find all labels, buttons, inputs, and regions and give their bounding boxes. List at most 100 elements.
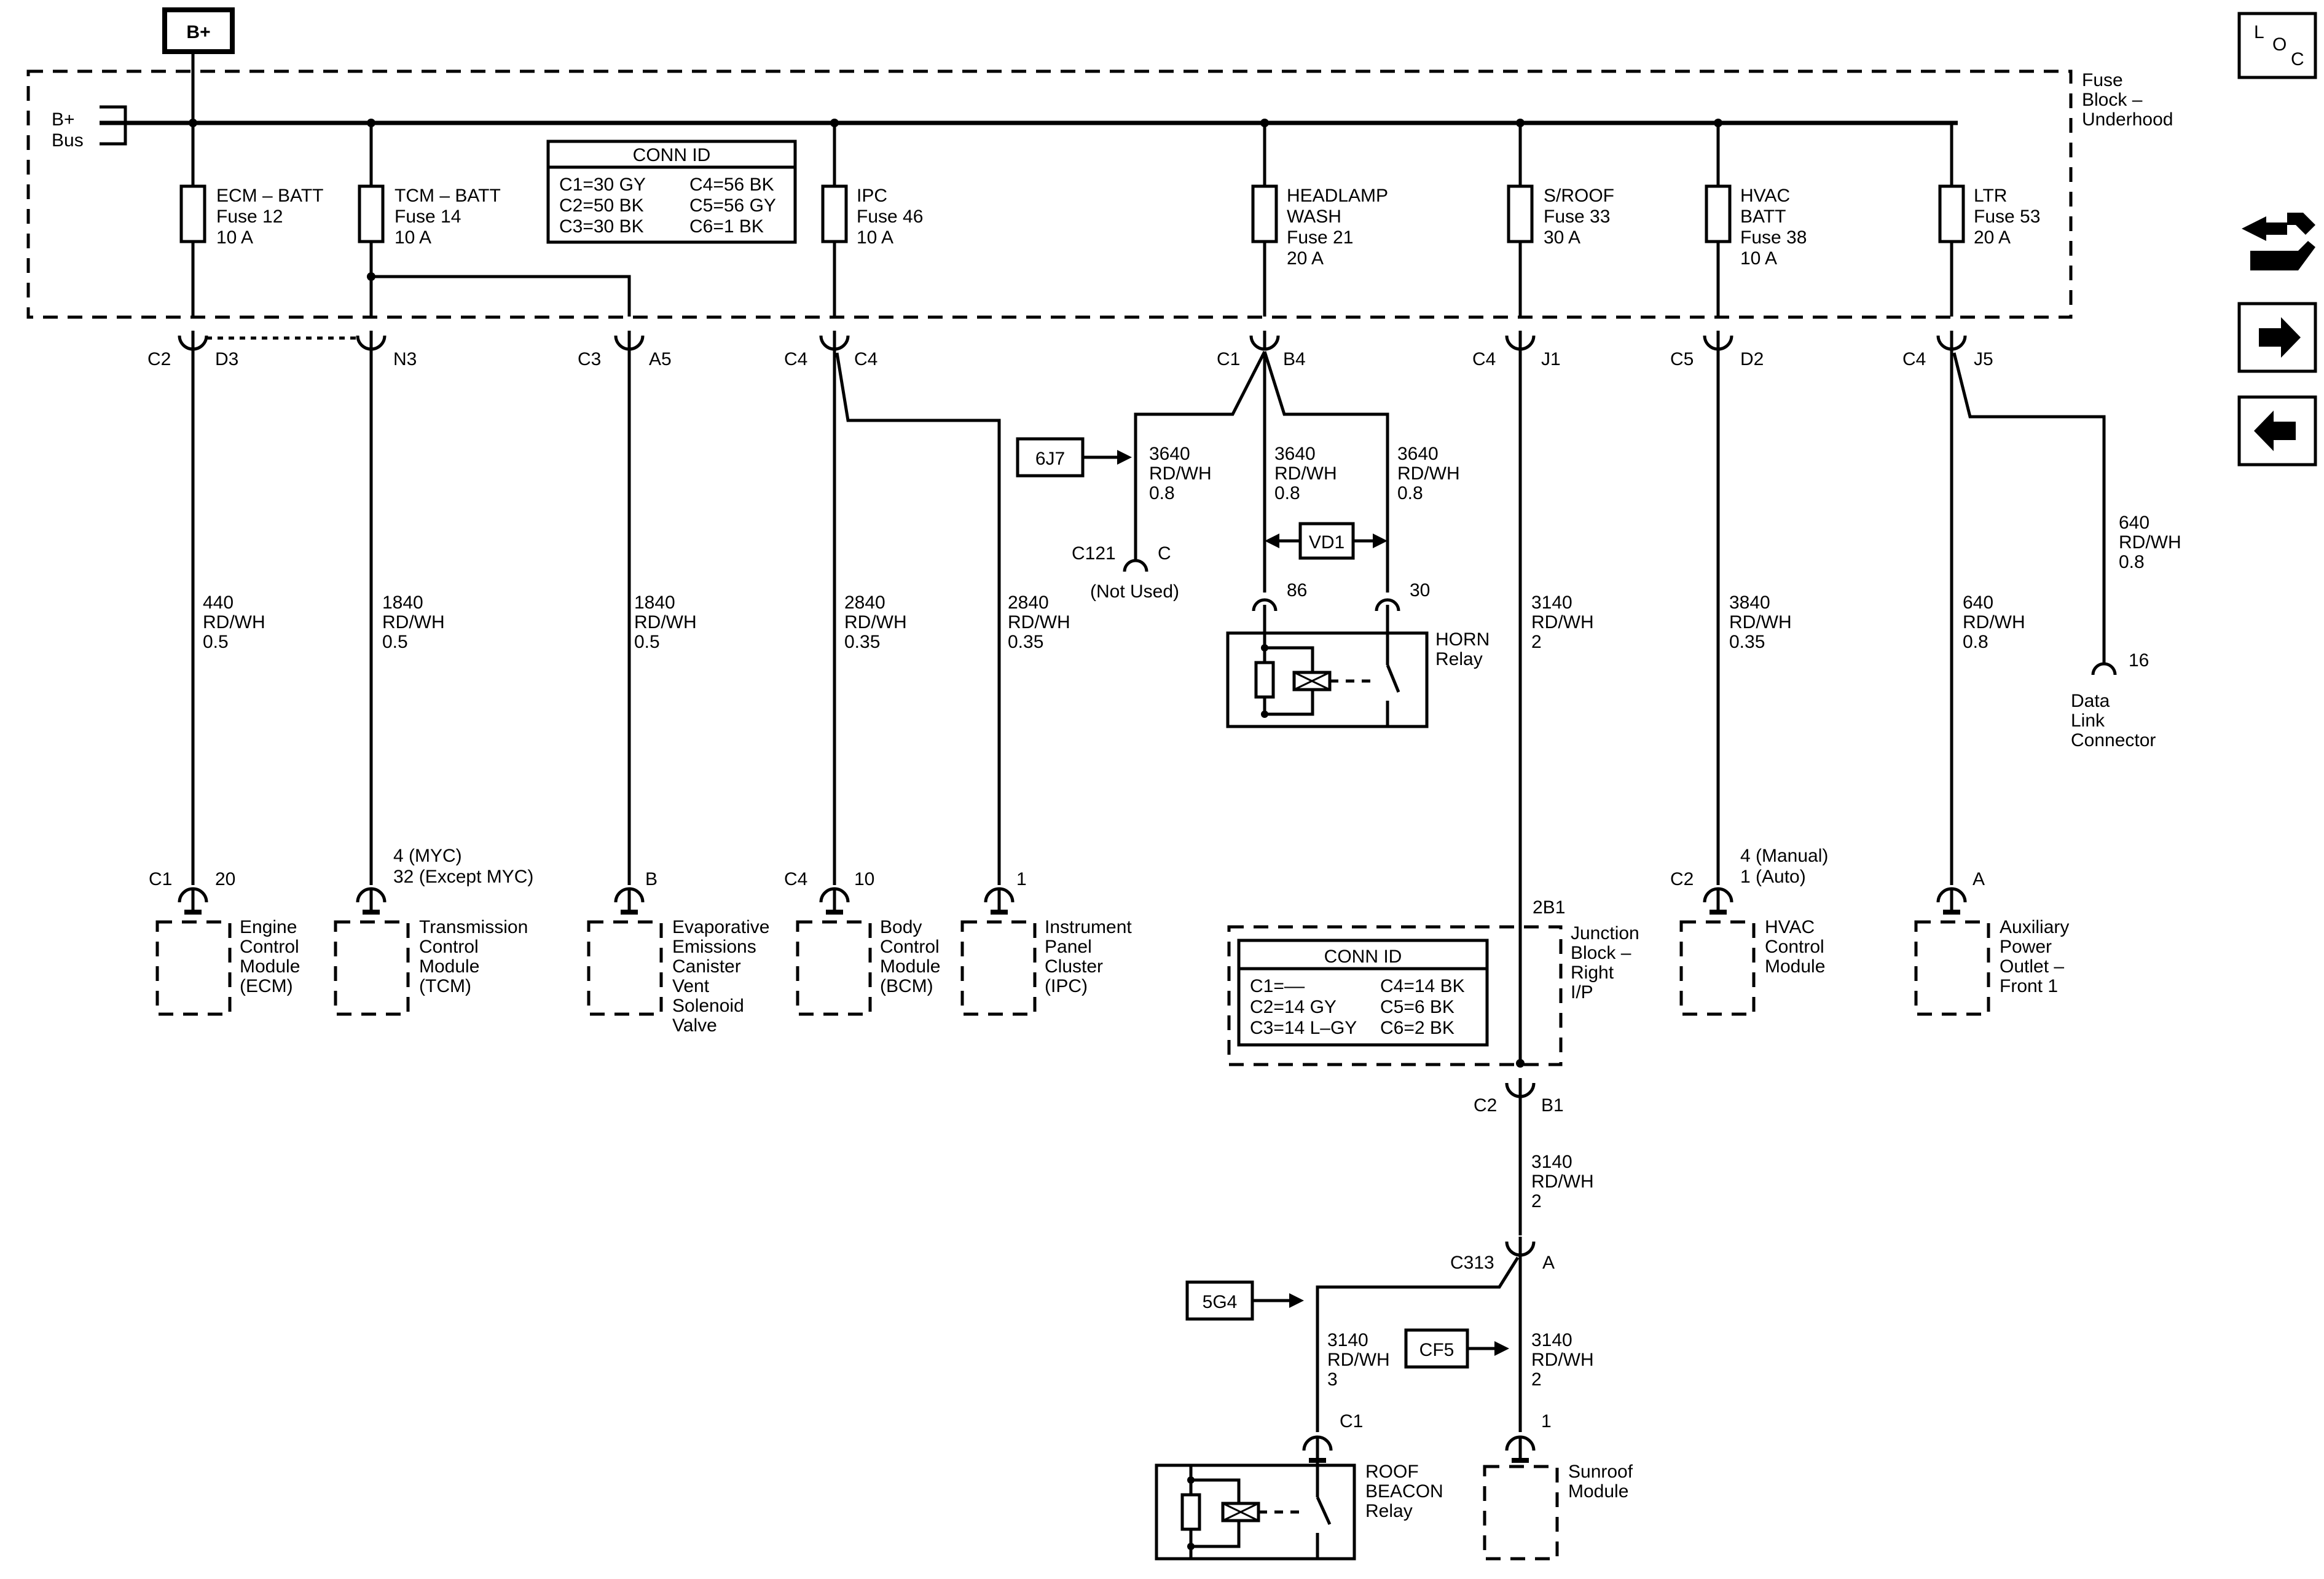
- svg-text:RD/WH: RD/WH: [1729, 612, 1792, 632]
- svg-text:D2: D2: [1740, 349, 1764, 369]
- connector-view-icon[interactable]: [2242, 213, 2315, 270]
- svg-text:TCM – BATT: TCM – BATT: [395, 186, 501, 206]
- svg-text:30 A: 30 A: [1544, 227, 1580, 248]
- b-plus-label: B+: [186, 22, 210, 42]
- svg-text:(IPC): (IPC): [1045, 976, 1088, 996]
- svg-text:0.35: 0.35: [844, 632, 880, 652]
- svg-text:C4: C4: [1902, 349, 1926, 369]
- svg-text:2840: 2840: [844, 593, 885, 613]
- ref-6j7: 6J7: [1016, 437, 1132, 478]
- svg-text:RD/WH: RD/WH: [203, 612, 265, 632]
- svg-text:O: O: [2272, 34, 2287, 55]
- svg-text:1 (Auto): 1 (Auto): [1740, 867, 1806, 887]
- svg-text:Control: Control: [880, 937, 940, 957]
- svg-text:Underhood: Underhood: [2082, 109, 2173, 130]
- bcm-module: [796, 920, 872, 1016]
- svg-text:CONN ID: CONN ID: [633, 145, 711, 165]
- circuit-apo: 640 RD/WH 0.8 A Auxiliary Power Outlet –…: [1914, 350, 2069, 1016]
- svg-text:(Not Used): (Not Used): [1090, 581, 1179, 602]
- svg-text:10: 10: [854, 869, 874, 889]
- svg-text:0.8: 0.8: [1963, 632, 1988, 652]
- svg-text:Control: Control: [240, 937, 299, 957]
- svg-text:LTR: LTR: [1974, 186, 2007, 206]
- circuit-hvac: 3840 RD/WH 0.35 C2 4 (Manual) 1 (Auto) H…: [1670, 350, 1828, 1016]
- fuse-headlamp-wash: HEADLAMP WASH Fuse 21 20 A: [1253, 119, 1388, 317]
- svg-text:(BCM): (BCM): [880, 976, 933, 996]
- next-page-button[interactable]: [2237, 302, 2317, 373]
- svg-text:Bus: Bus: [52, 130, 84, 151]
- svg-text:RD/WH: RD/WH: [2119, 532, 2181, 553]
- svg-text:Block –: Block –: [2082, 90, 2143, 110]
- svg-text:C2: C2: [1474, 1095, 1497, 1116]
- svg-text:3640: 3640: [1397, 444, 1439, 464]
- svg-text:C1: C1: [1340, 1411, 1363, 1431]
- previous-page-button[interactable]: [2237, 395, 2317, 467]
- svg-text:Canister: Canister: [672, 956, 741, 977]
- svg-text:20: 20: [215, 869, 235, 889]
- svg-text:Panel: Panel: [1045, 937, 1092, 957]
- svg-text:C2=14 GY: C2=14 GY: [1250, 997, 1337, 1017]
- svg-text:Emissions: Emissions: [672, 937, 756, 957]
- svg-text:B: B: [645, 869, 658, 889]
- circuit-headlamp-split: [1134, 350, 1389, 593]
- svg-text:4 (MYC): 4 (MYC): [393, 846, 462, 866]
- ecm-module: [155, 920, 232, 1016]
- svg-text:BATT: BATT: [1740, 207, 1786, 227]
- svg-text:C6=1 BK: C6=1 BK: [689, 216, 764, 237]
- svg-text:C1: C1: [149, 869, 172, 889]
- svg-text:Fuse 33: Fuse 33: [1544, 207, 1610, 227]
- svg-text:Fuse 38: Fuse 38: [1740, 227, 1807, 248]
- svg-text:3640: 3640: [1274, 444, 1316, 464]
- svg-text:Fuse 14: Fuse 14: [395, 207, 461, 227]
- connector-c121: C121 C (Not Used): [1072, 543, 1179, 602]
- svg-text:HVAC: HVAC: [1765, 917, 1815, 937]
- svg-text:Instrument: Instrument: [1045, 917, 1132, 937]
- svg-text:1: 1: [1541, 1411, 1552, 1431]
- svg-text:RD/WH: RD/WH: [1531, 1171, 1594, 1192]
- svg-text:A: A: [1542, 1253, 1555, 1273]
- wire-label-horn86: 3640 RD/WH 0.8: [1274, 444, 1337, 503]
- svg-text:C2=50 BK: C2=50 BK: [559, 195, 644, 216]
- aux-power-outlet: [1914, 920, 1990, 1016]
- svg-text:Vent: Vent: [672, 976, 710, 996]
- svg-text:Module: Module: [419, 956, 479, 977]
- svg-text:640: 640: [2119, 513, 2149, 533]
- circuit-ipc: 2840 RD/WH 0.35 1 Instrument Panel Clust…: [835, 352, 1132, 1016]
- svg-text:RD/WH: RD/WH: [844, 612, 907, 632]
- fuse-ipc: IPC Fuse 46 10 A: [823, 119, 923, 317]
- svg-text:Relay: Relay: [1365, 1501, 1413, 1521]
- svg-text:L: L: [2254, 22, 2264, 42]
- b-plus-bus: B+ Bus: [52, 105, 1958, 151]
- svg-text:B4: B4: [1283, 349, 1306, 369]
- wire-label-c121: 3640 RD/WH 0.8: [1149, 444, 1212, 503]
- svg-text:Relay: Relay: [1435, 649, 1483, 669]
- svg-text:D3: D3: [215, 349, 238, 369]
- svg-text:Sunroof: Sunroof: [1568, 1462, 1633, 1482]
- svg-text:A: A: [1973, 869, 1985, 889]
- svg-text:C4=56 BK: C4=56 BK: [689, 175, 774, 195]
- svg-text:Fuse 53: Fuse 53: [1974, 207, 2040, 227]
- svg-text:C: C: [2291, 49, 2304, 69]
- svg-text:N3: N3: [393, 349, 417, 369]
- svg-text:Fuse 46: Fuse 46: [857, 207, 923, 227]
- svg-text:0.35: 0.35: [1008, 632, 1043, 652]
- svg-text:1840: 1840: [634, 593, 675, 613]
- svg-text:C3: C3: [578, 349, 601, 369]
- hvac-module: [1679, 920, 1756, 1016]
- conn-id-table-fuse-block: CONN ID C1=30 GY C2=50 BK C3=30 BK C4=56…: [546, 140, 797, 244]
- circuit-jb-out: 3140 RD/WH 2: [1518, 1098, 1594, 1235]
- location-button[interactable]: L O C: [2237, 12, 2317, 79]
- svg-text:A5: A5: [649, 349, 672, 369]
- svg-text:Valve: Valve: [672, 1015, 717, 1036]
- svg-text:3140: 3140: [1531, 593, 1572, 613]
- svg-text:RD/WH: RD/WH: [1274, 463, 1337, 484]
- svg-text:C1=––: C1=––: [1250, 976, 1305, 996]
- wire-label-horn30: 3640 RD/WH 0.8: [1397, 444, 1460, 503]
- svg-text:RD/WH: RD/WH: [1149, 463, 1212, 484]
- svg-text:RD/WH: RD/WH: [634, 612, 697, 632]
- svg-text:C5: C5: [1670, 349, 1694, 369]
- svg-text:C2: C2: [1670, 869, 1694, 889]
- svg-text:2: 2: [1531, 632, 1542, 652]
- fuse-tcm-batt: TCM – BATT Fuse 14 10 A: [359, 119, 631, 317]
- svg-text:86: 86: [1287, 580, 1307, 600]
